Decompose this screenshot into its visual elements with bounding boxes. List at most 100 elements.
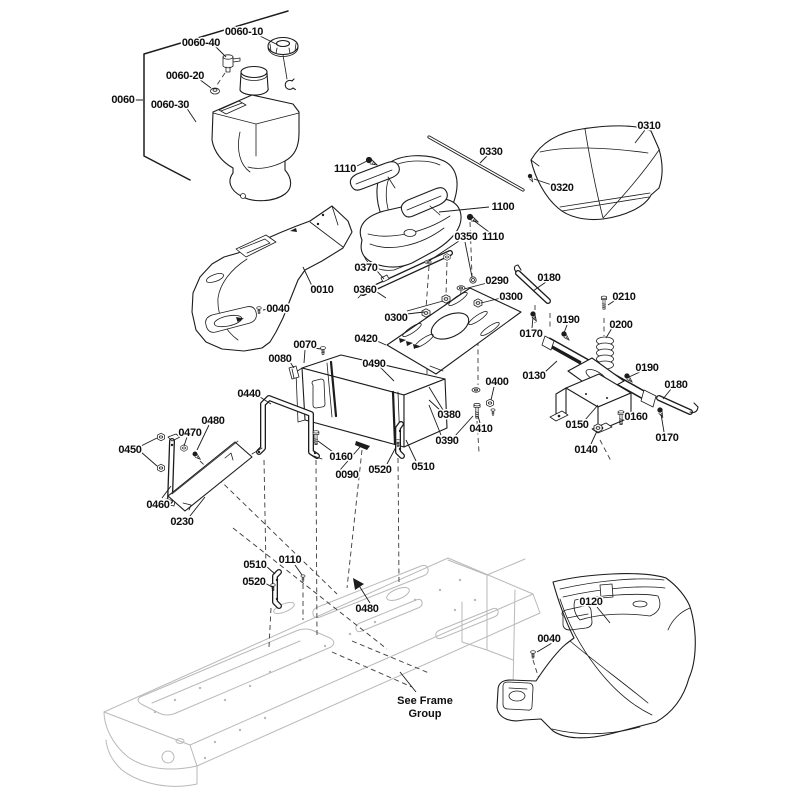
part-label-0330[interactable]: 0330	[478, 145, 505, 160]
part-label-0080[interactable]: 0080	[267, 352, 294, 367]
strap-0510-mid	[395, 421, 405, 459]
part-label-0520[interactable]: 0520	[367, 463, 394, 478]
part-label-0170[interactable]: 0170	[518, 327, 545, 342]
part-label-0190[interactable]: 0190	[555, 313, 582, 328]
part-label-0370[interactable]: 0370	[353, 261, 380, 276]
part-label-0150[interactable]: 0150	[564, 418, 591, 433]
part-label-0510[interactable]: 0510	[242, 558, 269, 573]
part-label-0350[interactable]: 0350	[453, 230, 480, 245]
part-label-0060-20[interactable]: 0060-20	[164, 69, 206, 84]
part-label-0310[interactable]: 0310	[636, 119, 663, 134]
screw-0070	[320, 346, 326, 355]
screw-0480-upper	[191, 450, 203, 461]
nut-0450-b	[157, 463, 165, 473]
part-label-0190[interactable]: 0190	[634, 361, 661, 376]
armrest-left	[349, 161, 400, 191]
nut-0300-c	[473, 298, 483, 308]
part-label-0210[interactable]: 0210	[611, 290, 638, 305]
part-label-0480[interactable]: 0480	[200, 414, 227, 429]
seat-group	[349, 135, 536, 271]
part-label-0290[interactable]: 0290	[484, 274, 511, 289]
washer-0350	[424, 259, 432, 265]
fuel-cap-0060-10	[267, 36, 299, 91]
part-label-0160[interactable]: 0160	[623, 410, 650, 425]
fuel-tank-0060-30	[211, 65, 300, 202]
part-label-0140[interactable]: 0140	[573, 443, 600, 458]
fuel-tank-group	[143, 10, 300, 202]
left-bracket-group	[157, 432, 253, 512]
part-label-0060[interactable]: 0060	[110, 93, 137, 108]
note-line-2: Group	[409, 708, 442, 720]
spring-0200	[596, 336, 614, 370]
part-label-0060-30[interactable]: 0060-30	[149, 98, 191, 113]
part-label-0490[interactable]: 0490	[361, 357, 388, 372]
group-bracket-0060	[143, 10, 289, 181]
part-label-0090[interactable]: 0090	[334, 468, 361, 483]
part-label-1110[interactable]: 1110	[480, 230, 506, 245]
part-label-0420[interactable]: 0420	[353, 332, 380, 347]
arrow-0480	[357, 583, 371, 604]
strap-0510-bottom	[270, 569, 371, 609]
part-label-0040[interactable]: 0040	[265, 302, 292, 317]
grommet-0060-20	[210, 87, 220, 95]
part-label-0320[interactable]: 0320	[549, 181, 576, 196]
part-label-0130[interactable]: 0130	[521, 369, 548, 384]
pin-0320	[526, 173, 536, 184]
nut-0400	[486, 398, 494, 408]
part-label-0390[interactable]: 0390	[434, 434, 461, 449]
pin-0370	[380, 274, 390, 283]
part-label-0120[interactable]: 0120	[578, 595, 605, 610]
part-label-0060-10[interactable]: 0060-10	[223, 25, 265, 40]
part-label-0380[interactable]: 0380	[436, 408, 463, 423]
part-label-0200[interactable]: 0200	[608, 318, 635, 333]
part-label-0480[interactable]: 0480	[354, 602, 381, 617]
part-label-1110[interactable]: 1110	[332, 162, 358, 177]
bolt-0210	[600, 295, 608, 310]
part-label-0160[interactable]: 0160	[328, 450, 355, 465]
screw-0190-top	[560, 330, 573, 342]
nut-0450-a	[157, 432, 165, 442]
part-label-0110[interactable]: 0110	[277, 553, 303, 568]
part-label-0230[interactable]: 0230	[169, 515, 196, 530]
console-0010	[191, 205, 353, 352]
part-label-0360[interactable]: 0360	[352, 283, 379, 298]
part-label-0060-40[interactable]: 0060-40	[180, 36, 222, 51]
part-label-0180[interactable]: 0180	[663, 378, 690, 393]
bolt-0390-b	[473, 402, 481, 419]
part-label-0520[interactable]: 0520	[241, 575, 268, 590]
screw-1110-left	[364, 156, 380, 167]
strap-0360	[357, 250, 453, 299]
part-label-0300[interactable]: 0300	[383, 311, 410, 326]
screw-1110-right	[465, 213, 481, 224]
screw-0410	[490, 408, 496, 416]
screw-0110	[300, 574, 306, 582]
seat-1100	[349, 155, 462, 271]
part-label-0470[interactable]: 0470	[177, 426, 204, 441]
nut-0300-b	[421, 308, 431, 318]
part-label-0440[interactable]: 0440	[236, 387, 263, 402]
part-label-0070[interactable]: 0070	[292, 338, 319, 353]
part-label-0300[interactable]: 0300	[498, 290, 525, 305]
part-label-0450[interactable]: 0450	[117, 443, 144, 458]
body-0120	[496, 573, 696, 739]
fuel-valve-0060-40	[222, 54, 241, 73]
part-label-0170[interactable]: 0170	[654, 431, 681, 446]
strap-0180-right	[656, 395, 699, 415]
panel-0230	[167, 440, 253, 512]
part-label-0400[interactable]: 0400	[484, 375, 511, 390]
part-label-0180[interactable]: 0180	[536, 271, 563, 286]
note-line-1: See Frame	[397, 695, 453, 707]
strap-0180-top	[513, 264, 551, 304]
part-label-1100[interactable]: 1100	[490, 200, 516, 215]
part-label-0040[interactable]: 0040	[536, 632, 563, 647]
washer-0380-b	[471, 387, 481, 393]
part-label-0010[interactable]: 0010	[309, 283, 336, 298]
frame-chassis	[103, 557, 541, 787]
part-label-0510[interactable]: 0510	[410, 460, 437, 475]
heat-shield-0070	[288, 346, 448, 450]
part-label-0460[interactable]: 0460	[145, 498, 172, 513]
part-label-0410[interactable]: 0410	[468, 422, 495, 437]
ring-0350	[469, 276, 477, 284]
